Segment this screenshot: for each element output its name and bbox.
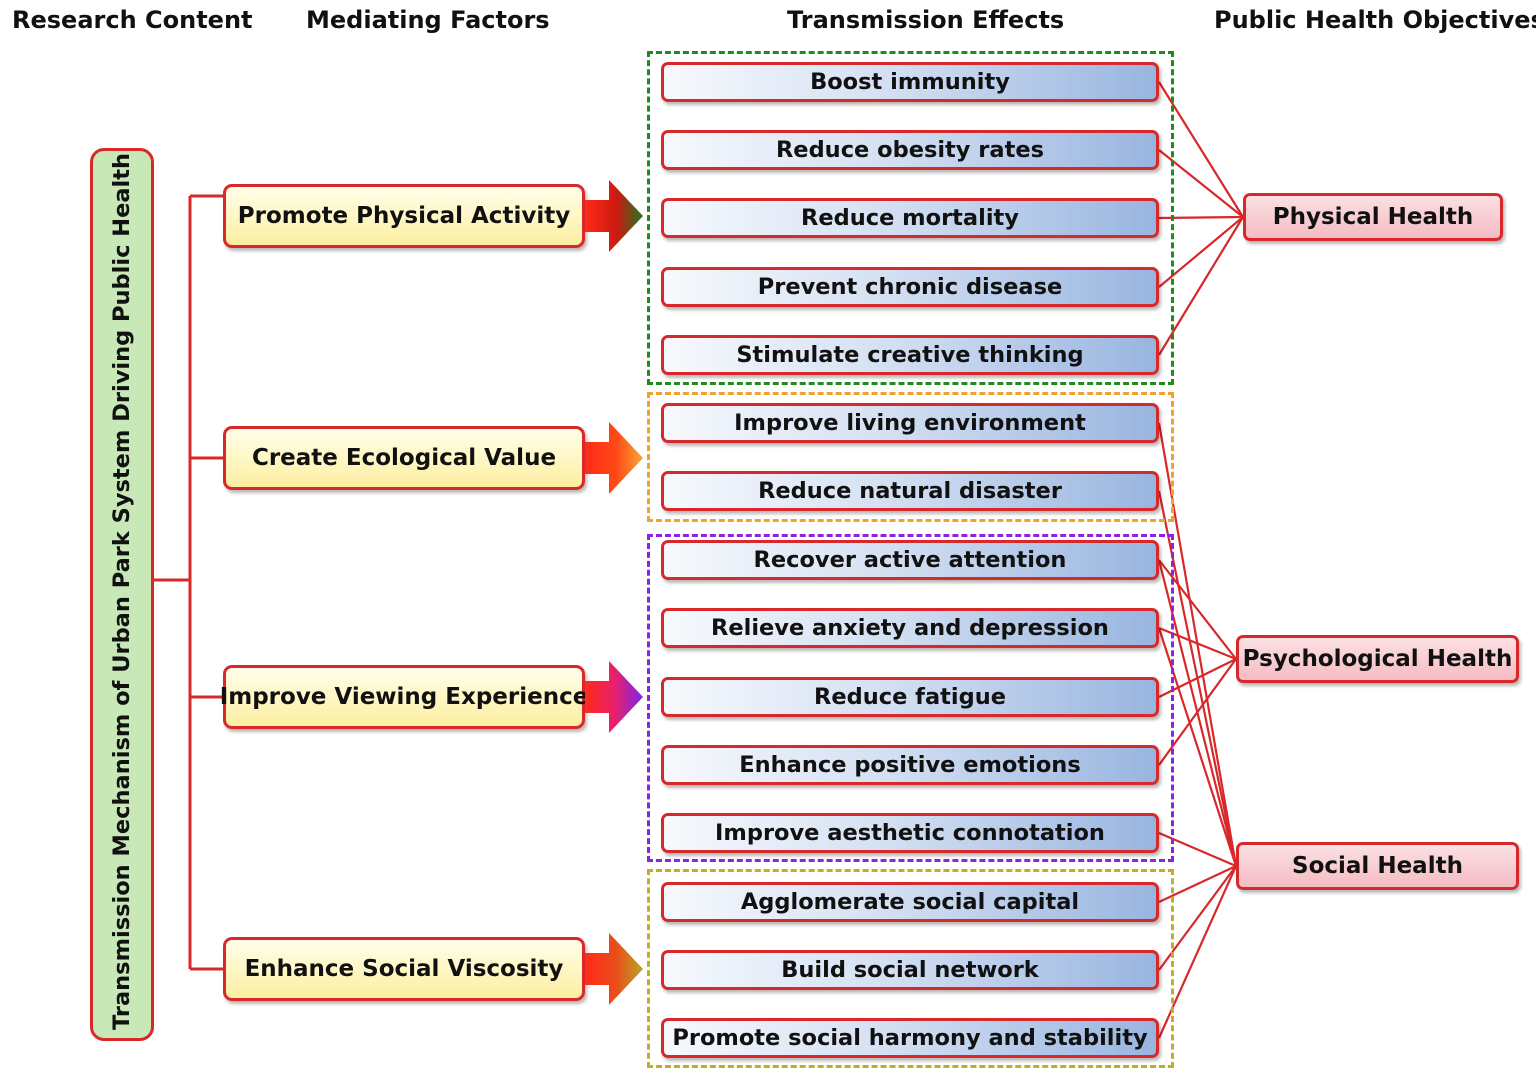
header-research-content: Research Content [12, 6, 253, 34]
arrow-physical-activity-icon [585, 180, 643, 252]
effect-reduce-obesity-rates: Reduce obesity rates [661, 130, 1159, 170]
effect-boost-immunity: Boost immunity [661, 62, 1159, 102]
objective-psychological-health: Psychological Health [1236, 635, 1519, 683]
header-mediating-factors: Mediating Factors [306, 6, 550, 34]
group-viewing-experience-frame [647, 534, 1174, 862]
effect-build-social-network: Build social network [661, 950, 1159, 990]
arrow-viewing-experience-icon [585, 661, 643, 733]
effect-reduce-natural-disaster: Reduce natural disaster [661, 471, 1159, 511]
root-research-content-box: Transmission Mechanism of Urban Park Sys… [90, 148, 154, 1041]
objective-social-health: Social Health [1236, 842, 1519, 890]
mediator-improve-viewing-experience: Improve Viewing Experience [220, 665, 588, 729]
header-transmission-effects: Transmission Effects [787, 6, 1065, 34]
arrow-ecological-value-icon [585, 422, 643, 494]
objective-physical-health: Physical Health [1243, 193, 1503, 241]
mediator-create-ecological-value: Create Ecological Value [223, 426, 585, 490]
effect-promote-social-harmony-and-stability: Promote social harmony and stability [661, 1018, 1159, 1058]
group-physical-activity-frame [647, 51, 1174, 385]
effect-relieve-anxiety-and-depression: Relieve anxiety and depression [661, 608, 1159, 648]
effect-reduce-fatigue: Reduce fatigue [661, 677, 1159, 717]
group-ecological-value-frame [647, 392, 1174, 522]
effect-improve-living-environment: Improve living environment [661, 403, 1159, 443]
effect-enhance-positive-emotions: Enhance positive emotions [661, 745, 1159, 785]
effect-reduce-mortality: Reduce mortality [661, 198, 1159, 238]
root-label: Transmission Mechanism of Urban Park Sys… [109, 152, 135, 1030]
mediator-promote-physical-activity: Promote Physical Activity [223, 184, 585, 248]
effect-prevent-chronic-disease: Prevent chronic disease [661, 267, 1159, 307]
effect-recover-active-attention: Recover active attention [661, 540, 1159, 580]
arrow-social-viscosity-icon [585, 933, 643, 1005]
header-public-health-objectives: Public Health Objectives [1214, 6, 1536, 34]
effect-agglomerate-social-capital: Agglomerate social capital [661, 882, 1159, 922]
effect-stimulate-creative-thinking: Stimulate creative thinking [661, 335, 1159, 375]
effect-improve-aesthetic-connotation: Improve aesthetic connotation [661, 813, 1159, 853]
group-social-viscosity-frame [647, 869, 1174, 1068]
mediator-enhance-social-viscosity: Enhance Social Viscosity [223, 937, 585, 1001]
